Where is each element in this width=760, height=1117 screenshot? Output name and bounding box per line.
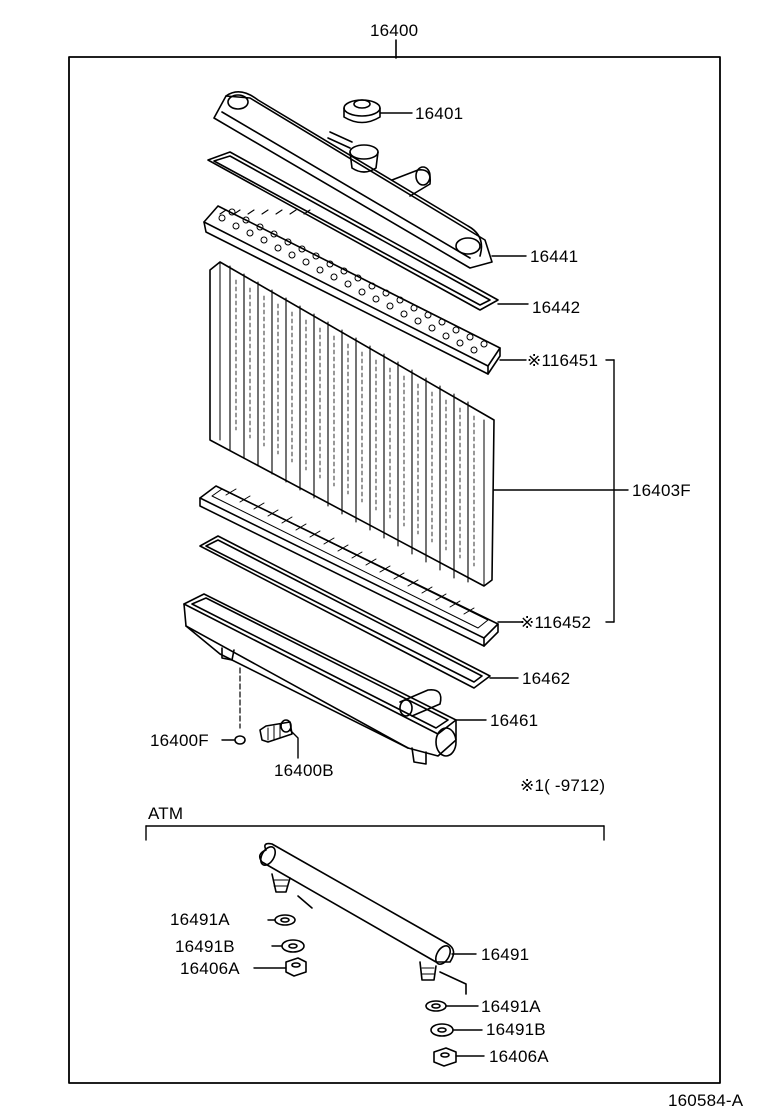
part-label-16400b[interactable]: 16400B [274, 761, 334, 780]
drain-oring-drawing [221, 667, 246, 745]
part-label-16401[interactable]: 16401 [415, 104, 464, 123]
part-label-16451[interactable]: ※116451 [527, 351, 599, 370]
part-label-16406a-right[interactable]: 16406A [489, 1047, 549, 1066]
part-label-16461[interactable]: 16461 [490, 711, 539, 730]
part-label-16441[interactable]: 16441 [530, 247, 579, 266]
atm-washer-a-left-drawing [267, 914, 296, 926]
atm-washer-b-left-drawing [271, 939, 305, 953]
radiator-cap-drawing [343, 99, 413, 124]
oil-cooler-pipe-drawing [258, 842, 477, 995]
part-label-16452[interactable]: ※116452 [520, 613, 592, 632]
drain-cock-drawing [259, 719, 299, 759]
part-label-16462[interactable]: 16462 [522, 669, 571, 688]
radiator-core-drawing [209, 261, 629, 587]
footnote-label: ※1( -9712) [520, 776, 606, 795]
part-label-16400f[interactable]: 16400F [150, 731, 209, 750]
part-label-16403f[interactable]: 16403F [632, 481, 691, 500]
atm-bracket [145, 825, 605, 841]
atm-washer-b-right-drawing [430, 1023, 483, 1037]
lower-plate-drawing [199, 485, 523, 647]
diagram-frame [68, 56, 721, 1084]
part-label-16406a-left[interactable]: 16406A [180, 959, 240, 978]
lower-tank-drawing [183, 593, 487, 765]
upper-gasket-drawing [207, 151, 529, 311]
upper-plate-drawing [203, 205, 527, 375]
part-label-16491b-left[interactable]: 16491B [175, 937, 235, 956]
upper-tank-drawing [213, 91, 527, 269]
atm-nut-left-drawing [253, 957, 307, 977]
core-bracket [605, 359, 615, 623]
part-label-16442[interactable]: 16442 [532, 298, 581, 317]
atm-washer-a-right-drawing [425, 1000, 479, 1012]
atm-section-label: ATM [148, 804, 184, 823]
part-label-16491a-right[interactable]: 16491A [481, 997, 541, 1016]
assembly-number-label: 16400 [370, 21, 419, 40]
part-label-16491a-left[interactable]: 16491A [170, 910, 230, 929]
atm-nut-right-drawing [433, 1047, 485, 1067]
drawing-code-label: 160584-A [668, 1091, 744, 1110]
lower-gasket-drawing [199, 535, 519, 689]
part-label-16491[interactable]: 16491 [481, 945, 530, 964]
part-label-16491b-right[interactable]: 16491B [486, 1020, 546, 1039]
